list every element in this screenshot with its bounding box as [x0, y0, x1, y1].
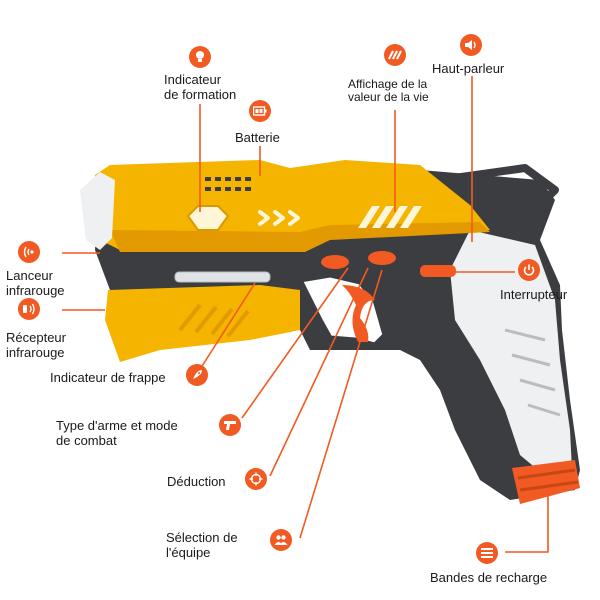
label-training-indicator-line1: Indicateur — [164, 72, 222, 87]
rocket-icon — [186, 364, 208, 386]
label-speaker: Haut-parleur — [432, 61, 505, 76]
label-ir-launcher-line2: infrarouge — [6, 283, 65, 298]
slash-bars-icon — [384, 44, 406, 66]
hit-indicator-bar — [174, 271, 271, 283]
leader-lines — [62, 76, 549, 553]
top-rail — [436, 164, 559, 209]
label-battery: Batterie — [235, 130, 280, 145]
label-life-display-line2: valeur de la vie — [348, 90, 429, 104]
signal-waves-icon — [18, 241, 40, 263]
label-team-select-line1: Sélection de — [166, 530, 238, 545]
nose-cap — [80, 172, 115, 250]
label-team-select: Sélection de l'équipe — [166, 530, 238, 560]
label-weapon-mode-line2: de combat — [56, 433, 117, 448]
hexagon-indicator — [186, 205, 230, 231]
crosshair-icon — [245, 468, 267, 490]
receiver-waves-icon — [18, 298, 40, 320]
grip-panel — [450, 230, 572, 480]
team-icon — [270, 529, 292, 551]
label-ir-receiver-line2: infrarouge — [6, 345, 65, 360]
label-power-switch: Interrupteur — [500, 287, 568, 302]
lightbulb-icon — [189, 46, 211, 68]
label-team-select-line2: l'équipe — [166, 545, 211, 560]
label-life-display: Affichage de la valeur de la vie — [348, 78, 429, 104]
label-hit-indicator: Indicateur de frappe — [50, 370, 166, 385]
power-icon — [518, 259, 540, 281]
power-switch — [420, 265, 456, 277]
label-weapon-mode: Type d'arme et mode de combat — [56, 418, 178, 448]
label-weapon-mode-line1: Type d'arme et mode — [56, 418, 178, 433]
trigger — [342, 285, 375, 342]
label-training-indicator-line2: de formation — [164, 87, 237, 102]
speaker-icon — [460, 34, 482, 56]
label-training-indicator: Indicateur de formation — [164, 72, 236, 102]
label-ir-receiver-line1: Récepteur — [6, 330, 66, 345]
battery-icon — [249, 100, 271, 122]
label-reload-strips: Bandes de recharge — [430, 570, 548, 585]
button-left — [321, 255, 349, 269]
label-ir-receiver: Récepteur infrarouge — [6, 330, 66, 360]
button-right — [368, 251, 396, 265]
label-deduction: Déduction — [167, 474, 226, 489]
strips-icon — [476, 542, 498, 564]
label-ir-launcher: Lanceur infrarouge — [6, 268, 65, 298]
label-life-display-line1: Affichage de la — [348, 77, 428, 91]
label-ir-launcher-line1: Lanceur — [6, 268, 53, 283]
pistol-icon — [219, 414, 241, 436]
